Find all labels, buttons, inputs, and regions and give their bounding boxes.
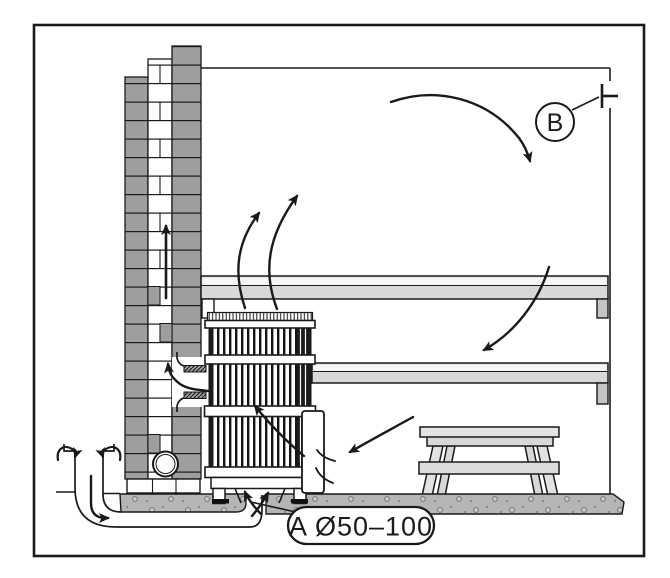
vent-b-marker: B bbox=[535, 96, 600, 142]
airflow-arrow-ceiling bbox=[389, 93, 533, 163]
b-label: B bbox=[547, 109, 564, 137]
a-label: A Ø50–100 bbox=[289, 512, 433, 542]
airflow-arrow-intake-left bbox=[56, 445, 83, 462]
airflow-line-fragment bbox=[315, 467, 334, 484]
airflow-arrow-into-stove bbox=[253, 404, 306, 458]
duct-outer-wall bbox=[74, 449, 263, 528]
stove-ring-bottom bbox=[204, 466, 316, 479]
duct-a-label: A Ø50–100 bbox=[250, 501, 436, 546]
stove-grill bbox=[209, 327, 311, 468]
stove-foot bbox=[212, 499, 229, 504]
airflow-line-fragment bbox=[316, 449, 336, 462]
airflow-arrow-rising-1 bbox=[237, 211, 261, 310]
intake-duct bbox=[56, 444, 263, 528]
pipe-flange-top bbox=[183, 365, 207, 373]
benches bbox=[200, 275, 609, 405]
airflow-arrows bbox=[56, 93, 551, 523]
airflow-arrow-rising-2 bbox=[268, 194, 299, 311]
stool-top bbox=[419, 426, 560, 438]
b-leader-line bbox=[571, 96, 600, 111]
chimney bbox=[124, 45, 202, 494]
stove-foot bbox=[291, 499, 308, 504]
airflow-arrow-intake-right bbox=[95, 445, 122, 462]
airflow-arrow-duct bbox=[89, 474, 110, 523]
stool-stretcher bbox=[418, 461, 560, 475]
chimney-plinth bbox=[126, 478, 201, 494]
room-outline bbox=[201, 67, 611, 494]
bench-bracket-lower-right bbox=[596, 382, 609, 405]
sauna-stove bbox=[203, 311, 325, 505]
accent-bricks bbox=[147, 286, 173, 454]
stove-ring-2 bbox=[204, 354, 316, 365]
airflow-arrow-descending bbox=[482, 265, 551, 352]
pipe-flange-bottom bbox=[183, 391, 207, 399]
airflow-arrow-floor-level bbox=[348, 415, 415, 454]
b-callout-circle bbox=[535, 102, 575, 142]
cleanout-door bbox=[152, 450, 179, 478]
a-callout-pill bbox=[286, 505, 436, 546]
a-leader-line bbox=[250, 501, 301, 514]
exhaust-vent-symbol bbox=[600, 84, 618, 108]
stove-base-band bbox=[210, 476, 310, 490]
airflow-arrow-under-stove-left bbox=[243, 490, 263, 516]
bench-bracket-upper-right bbox=[596, 298, 609, 319]
stove-side-panel bbox=[301, 410, 325, 494]
stove-base-opening bbox=[234, 488, 286, 504]
stove-ring-top bbox=[204, 319, 316, 329]
